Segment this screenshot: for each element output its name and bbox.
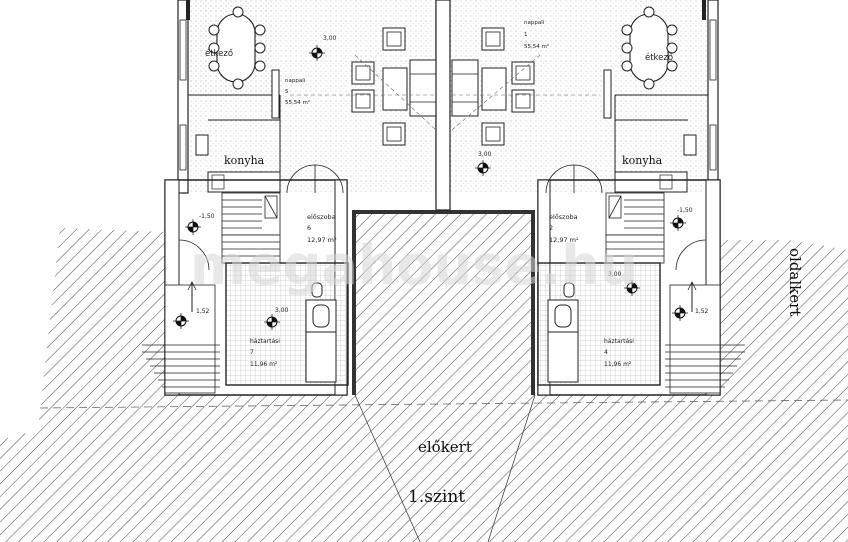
hall-right-level: -1,50 xyxy=(677,207,693,214)
stair-right-level: 1,52 xyxy=(695,308,709,315)
courtyard xyxy=(352,210,535,395)
side-garden-label: oldalkert xyxy=(786,248,804,316)
utility-right-number: 4 xyxy=(604,349,608,356)
utility-right-area: 11,96 m² xyxy=(604,361,632,368)
level-label: 1.szint xyxy=(408,487,465,507)
living-right-number: 1 xyxy=(524,32,528,38)
party-wall xyxy=(435,0,451,211)
hall-left-name: előszoba xyxy=(307,212,336,221)
kitchen-left-label: konyha xyxy=(224,154,265,167)
hall-left-area: 12,97 m² xyxy=(307,236,337,244)
living-right-level: 3,00 xyxy=(478,151,492,158)
stair-left-level: 1,52 xyxy=(196,308,210,315)
watermark: megahouse.hu xyxy=(190,234,638,297)
living-left-area: 55,54 m² xyxy=(285,99,310,106)
hall-left-level: -1,50 xyxy=(199,213,215,220)
living-left-number: 5 xyxy=(285,89,289,95)
living-left-name: nappali xyxy=(285,78,306,84)
dining-right-label: étkező xyxy=(645,52,673,63)
utility-right-name: háztartási xyxy=(604,338,634,345)
hall-right-area: 12,97 m² xyxy=(549,236,579,244)
dining-left-label: étkező xyxy=(205,48,233,59)
utility-right-level: 3,00 xyxy=(608,271,622,278)
front-garden-label: előkert xyxy=(418,438,472,456)
kitchen-right-label: konyha xyxy=(622,154,663,167)
living-right-area: 55,54 m² xyxy=(524,43,549,50)
garden-hatch xyxy=(0,212,848,542)
utility-left-number: 7 xyxy=(250,349,254,356)
utility-left-name: háztartási xyxy=(250,338,280,345)
utility-left-level: 3,00 xyxy=(275,307,289,314)
utility-left-area: 11,96 m² xyxy=(250,361,278,368)
right-unit xyxy=(443,0,745,396)
hall-right-number: 2 xyxy=(549,224,553,232)
hall-left-number: 6 xyxy=(307,224,311,232)
living-right-name: nappali xyxy=(524,20,545,26)
hall-right-name: előszoba xyxy=(549,212,578,221)
living-left-level: 3,00 xyxy=(323,35,337,42)
